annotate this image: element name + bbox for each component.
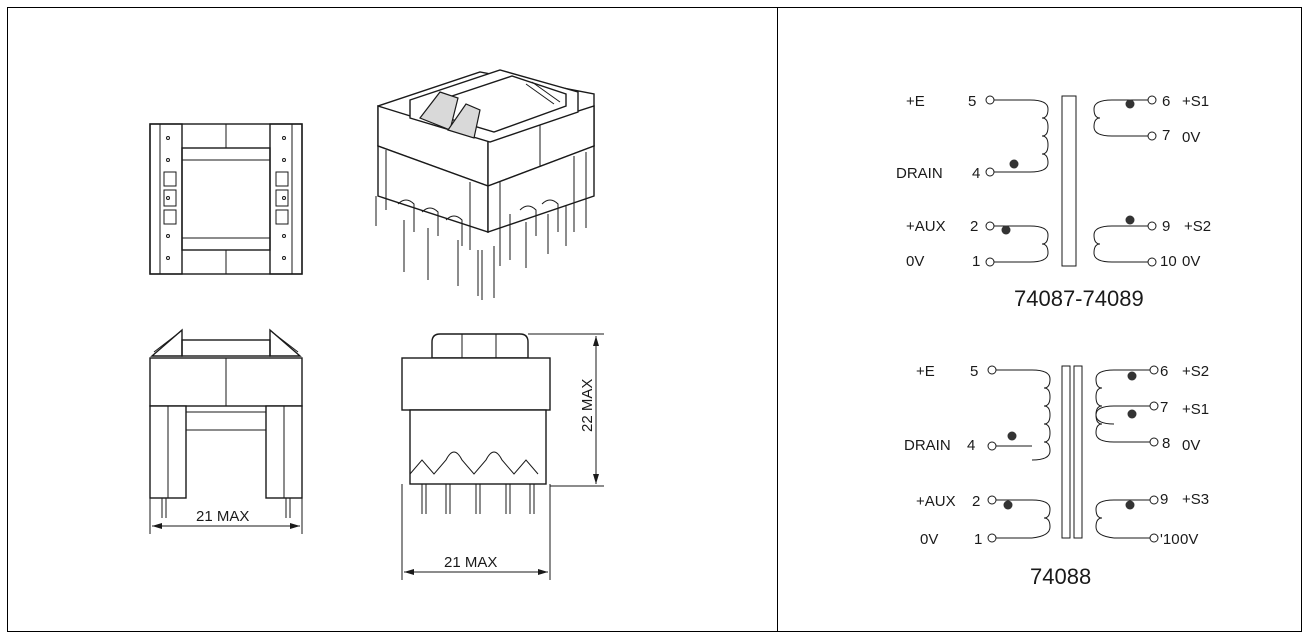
panel-divider <box>777 7 778 632</box>
schematic-a-title: 74087-74089 <box>1014 286 1144 311</box>
pin-number-6: 6 <box>1160 363 1168 380</box>
front-width-dimension: 21 MAX <box>444 554 497 571</box>
pin-label-plus-s1: +S1 <box>1182 93 1209 110</box>
pin-number-2: 2 <box>970 218 978 235</box>
pin-number-9: 9 <box>1160 491 1168 508</box>
pin-number-4: 4 <box>972 165 980 182</box>
front-view: 21 MAX 22 MAX <box>401 333 604 580</box>
pin-number-7: 7 <box>1162 127 1170 144</box>
pin-label-plus-s2: +S2 <box>1182 363 1209 380</box>
pin-label-drain: DRAIN <box>896 165 943 182</box>
side-view: 21 MAX <box>149 328 303 534</box>
pin-number-8: 8 <box>1162 435 1170 452</box>
pin-label-plus-e: +E <box>906 93 925 110</box>
isometric-view <box>375 69 595 300</box>
pin-number-7: 7 <box>1160 399 1168 416</box>
pin-label-plus-s3: +S3 <box>1182 491 1209 508</box>
schematic-b: +E 5 DRAIN 4 +AUX 2 0V 1 <box>904 363 1209 589</box>
pin-number-1: 1 <box>974 531 982 548</box>
front-height-dimension: 22 MAX <box>579 379 596 432</box>
pin-number-5: 5 <box>968 93 976 110</box>
top-view <box>149 123 303 275</box>
pin-label-0v-10: 0V <box>1180 531 1198 548</box>
pin-label-0v: 0V <box>906 253 924 270</box>
pin-label-plus-s1: +S1 <box>1182 401 1209 418</box>
pin-label-0v-7: 0V <box>1182 129 1200 146</box>
pin-number-10: '10 <box>1160 531 1180 548</box>
pin-label-0v-8: 0V <box>1182 437 1200 454</box>
pin-number-2: 2 <box>972 493 980 510</box>
pin-label-0v-10: 0V <box>1182 253 1200 270</box>
pin-number-6: 6 <box>1162 93 1170 110</box>
side-width-dimension: 21 MAX <box>196 508 249 525</box>
schematic-b-title: 74088 <box>1030 564 1091 589</box>
pin-number-5: 5 <box>970 363 978 380</box>
pin-number-10: 10 <box>1160 253 1177 270</box>
pin-label-0v: 0V <box>920 531 938 548</box>
pin-label-plus-e: +E <box>916 363 935 380</box>
pin-label-plus-aux: +AUX <box>906 218 946 235</box>
pin-label-plus-s2: +S2 <box>1184 218 1211 235</box>
pin-label-plus-aux: +AUX <box>916 493 956 510</box>
pin-number-4: 4 <box>967 437 975 454</box>
pin-number-1: 1 <box>972 253 980 270</box>
pin-label-drain: DRAIN <box>904 437 951 454</box>
schematic-a: +E 5 DRAIN 4 +AUX 2 0V 1 <box>896 93 1211 311</box>
pin-number-9: 9 <box>1162 218 1170 235</box>
